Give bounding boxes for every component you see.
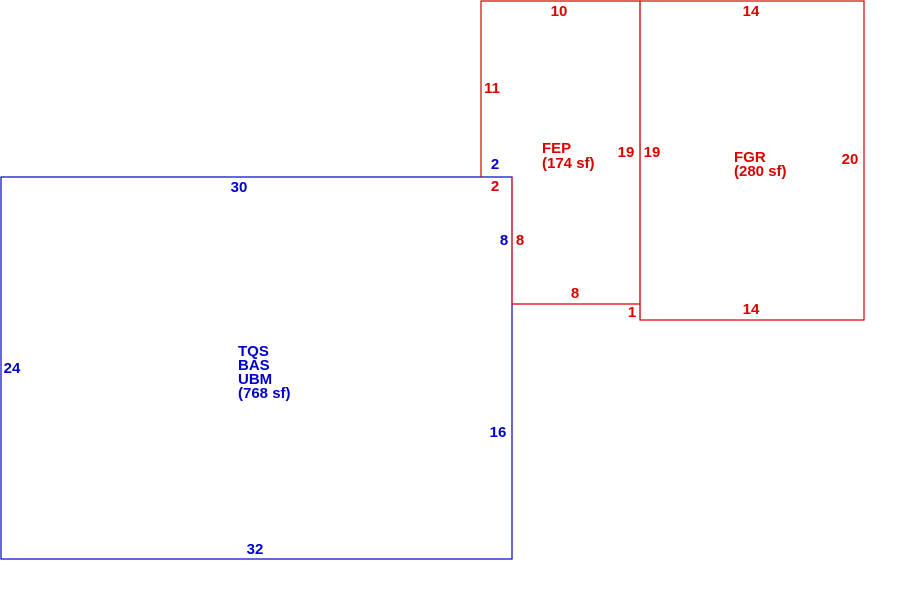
fep-dim-right: 19 <box>618 144 635 161</box>
main-dimensions: 30 24 32 8 16 2 <box>4 156 509 558</box>
main-structure-outline <box>0 176 513 560</box>
main-area-label: TQS BAS UBM (768 sf) <box>238 343 291 402</box>
main-dim-right-upper: 8 <box>500 232 508 249</box>
fgr-dim-bottom: 14 <box>743 301 760 318</box>
fgr-dimensions: 14 19 20 14 <box>644 3 859 318</box>
fep-dimensions: 10 11 19 2 8 8 1 <box>484 3 636 321</box>
main-dim-top: 30 <box>231 179 248 196</box>
main-code-1: TQS <box>238 343 269 360</box>
fep-dim-left: 11 <box>484 80 500 97</box>
main-area-text: (768 sf) <box>238 385 291 402</box>
fep-dim-bottom-step: 1 <box>628 304 636 321</box>
main-dim-bottom: 32 <box>247 541 264 558</box>
fgr-code: FGR <box>734 149 766 166</box>
main-dim-left: 24 <box>4 360 21 377</box>
main-code-2: BAS <box>238 357 270 374</box>
fep-dim-bottom: 8 <box>571 285 579 302</box>
fep-code: FEP <box>542 140 571 157</box>
fgr-area-text: (280 sf) <box>734 163 787 180</box>
main-dim-notch: 2 <box>491 156 499 173</box>
fep-area-label: FEP (174 sf) <box>542 140 595 172</box>
fep-dim-step: 2 <box>491 178 499 195</box>
fep-area-text: (174 sf) <box>542 155 595 172</box>
fgr-dim-left: 19 <box>644 144 661 161</box>
fep-dim-top: 10 <box>551 3 568 20</box>
main-code-3: UBM <box>238 371 272 388</box>
fgr-dim-top: 14 <box>743 3 760 20</box>
fgr-dim-right: 20 <box>842 151 859 168</box>
main-dim-right-lower: 16 <box>490 424 507 441</box>
fep-dim-side: 8 <box>516 232 524 249</box>
fgr-area-label: FGR (280 sf) <box>734 149 787 180</box>
fgr-outline <box>639 0 865 321</box>
